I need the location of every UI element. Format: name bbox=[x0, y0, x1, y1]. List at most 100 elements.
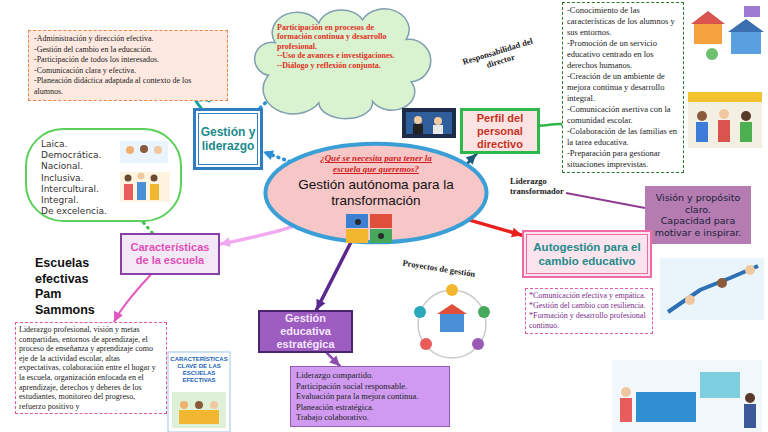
house-body bbox=[731, 32, 761, 54]
project-icon bbox=[472, 338, 484, 350]
connector-line bbox=[114, 275, 150, 322]
school-building bbox=[179, 410, 219, 424]
node-text: *Formación y desarrollo profesional cont… bbox=[529, 311, 649, 331]
node-text: Autogestión para el cambio educativo bbox=[527, 240, 647, 268]
connector-line bbox=[327, 353, 340, 366]
node-text: Liderazgo profesional, visión y metas co… bbox=[19, 325, 163, 411]
office-image bbox=[612, 360, 762, 432]
person-head bbox=[719, 109, 729, 119]
picture-frame bbox=[120, 172, 170, 202]
person-body bbox=[744, 404, 756, 428]
person-head bbox=[355, 219, 361, 225]
note-box: *Comunicación efectiva y empática.*Gesti… bbox=[525, 288, 653, 334]
node-text: Capacidad para motivar e inspirar. bbox=[649, 215, 747, 238]
person-head bbox=[621, 387, 631, 397]
cover-picture bbox=[172, 392, 226, 428]
picture-frame bbox=[120, 141, 168, 163]
book-cover bbox=[168, 352, 230, 432]
text-group: ¿Qué se necesita para tener la escuela q… bbox=[286, 153, 466, 209]
node-text: Democrática. bbox=[41, 150, 180, 161]
person-head bbox=[745, 393, 755, 403]
node-text: Nacional. bbox=[41, 161, 180, 172]
project-icon bbox=[478, 306, 490, 318]
arrow-head bbox=[316, 299, 325, 310]
picture-frame bbox=[688, 92, 762, 148]
text-group: Laica.Democrática.Nacional.Inclusiva.Int… bbox=[41, 139, 180, 217]
arrow-head bbox=[220, 237, 231, 247]
rotated-label: Responsabilidad del director bbox=[449, 32, 549, 80]
topic-box: Perfil del personal directivo bbox=[460, 108, 540, 154]
node-text: Intercultural. bbox=[41, 184, 180, 195]
node-text: --Diálogo y reflexión conjunta. bbox=[277, 61, 407, 70]
arrow-head bbox=[114, 311, 123, 322]
connector bbox=[114, 275, 151, 322]
connector bbox=[327, 353, 340, 366]
text-group: Visión y propósito claro.Capacidad para … bbox=[649, 192, 747, 238]
person-head bbox=[697, 111, 707, 121]
node-text: -Colaboración de las familias en la tare… bbox=[567, 126, 679, 148]
banner bbox=[688, 92, 762, 102]
arrow-head bbox=[329, 355, 340, 366]
video-image bbox=[402, 108, 456, 138]
project-icon bbox=[420, 338, 432, 350]
node-text: -Creación de un ambiente de mejora conti… bbox=[567, 71, 679, 104]
list-box: Laica.Democrática.Nacional.Inclusiva.Int… bbox=[25, 128, 182, 222]
chart-panel bbox=[700, 372, 740, 398]
school-icon bbox=[440, 314, 464, 332]
project-icon bbox=[414, 306, 426, 318]
tree-icon bbox=[706, 48, 718, 60]
person-head bbox=[210, 401, 218, 409]
node-text: -Administración y dirección efectiva. bbox=[34, 34, 222, 45]
text-group: -Administración y dirección efectiva.-Ge… bbox=[34, 34, 222, 97]
person-body bbox=[696, 122, 708, 142]
screen-frame bbox=[402, 108, 456, 138]
node-text: -Gestión del cambio en la educación. bbox=[34, 45, 222, 56]
node-text: -Planeación didáctica adaptada al contex… bbox=[34, 76, 222, 97]
note-box: Liderazgo compartido.Participación socia… bbox=[290, 366, 450, 427]
text-group: Perfil del personal directivo bbox=[464, 112, 536, 151]
connector bbox=[469, 220, 522, 237]
note-box: Visión y propósito claro.Capacidad para … bbox=[645, 186, 751, 244]
ladder bbox=[668, 266, 758, 312]
node-text: -Comunicación asertiva con la comunidad … bbox=[567, 104, 679, 126]
text-group: Liderazgo compartido.Participación socia… bbox=[296, 370, 444, 423]
screen bbox=[406, 112, 452, 134]
puzzle-piece bbox=[346, 229, 368, 243]
node-text: Integral. bbox=[41, 195, 180, 206]
person-body bbox=[740, 122, 752, 142]
connector-line bbox=[540, 124, 563, 126]
hand bbox=[745, 265, 755, 275]
connector-line bbox=[316, 241, 351, 310]
screen bbox=[636, 392, 696, 422]
people-image bbox=[120, 141, 170, 202]
text-group: Participación en procesos de formación c… bbox=[277, 23, 407, 70]
person-body bbox=[433, 125, 443, 134]
person-body bbox=[124, 184, 133, 200]
puzzle-piece bbox=[346, 214, 368, 228]
person-head bbox=[151, 175, 158, 182]
person-body bbox=[150, 184, 159, 200]
connector bbox=[220, 226, 294, 247]
node-text: Planeación estratégica. bbox=[296, 402, 444, 413]
connector bbox=[316, 241, 351, 310]
thought-cloud: Participación en procesos de formación c… bbox=[255, 10, 423, 108]
text-group: Gestión educativa estratégica bbox=[261, 312, 350, 351]
project-icon bbox=[446, 284, 458, 296]
picture-frame bbox=[612, 360, 762, 432]
node-text: Participación social responsable. bbox=[296, 381, 444, 392]
book-title: CARACTERÍSTICAS CLAVE DE LAS ESCUELAS EF… bbox=[170, 356, 228, 384]
house-body bbox=[694, 24, 722, 44]
node-text: Liderazgo compartido. bbox=[296, 370, 444, 381]
hand bbox=[685, 295, 695, 305]
arrow-head bbox=[511, 228, 522, 238]
branch-label: Liderazgo transformador bbox=[510, 176, 582, 196]
node-text: Perfil del personal directivo bbox=[464, 112, 536, 151]
person-head bbox=[138, 173, 145, 180]
school-icons bbox=[691, 6, 764, 60]
node-text: Gestión y liderazgo bbox=[199, 125, 257, 153]
note-box: -Administración y dirección efectiva.-Ge… bbox=[28, 30, 228, 101]
node-text: Gestión autónoma para la transformación bbox=[286, 177, 466, 209]
house-roof bbox=[691, 11, 725, 24]
